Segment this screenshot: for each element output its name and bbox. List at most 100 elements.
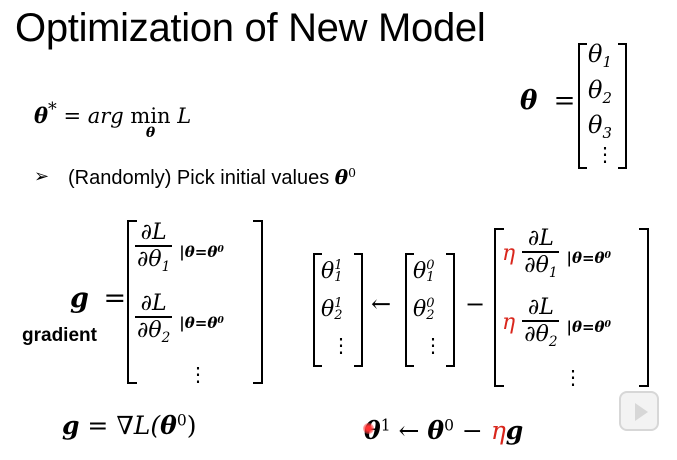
theta-vector-entry-2: θ2 — [588, 76, 612, 107]
cursor-pointer-icon — [363, 423, 374, 434]
update-minus: − — [465, 290, 486, 318]
update-sub: 2 — [334, 308, 343, 323]
theta-sym: θ — [588, 76, 603, 104]
bullet-sup: 0 — [348, 165, 356, 181]
update-rhs-fraction-1: ∂L ∂θ1 — [522, 226, 560, 281]
theta-sym: θ — [588, 40, 603, 68]
gradient-definition: g = ∇L(θ0) — [62, 411, 196, 440]
update-mid-left-bracket — [405, 253, 414, 367]
update-rhs-fraction-2: ∂L ∂θ2 — [522, 295, 560, 350]
footer-eta: η — [490, 416, 506, 445]
footer-sup0: 0 — [444, 416, 454, 435]
partial-den: ∂θ1 — [135, 245, 173, 275]
footer-g2: g — [505, 416, 524, 445]
eval-text: |θ=θ — [179, 314, 218, 333]
eval-sup: 0 — [217, 315, 224, 327]
theta-sub: 2 — [602, 89, 612, 108]
update-rhs-dots: ⋮ — [563, 365, 583, 389]
theta-sub: 1 — [602, 53, 612, 72]
eval-text: |θ=θ — [566, 249, 605, 268]
partial-den-sym: ∂θ — [524, 253, 549, 278]
slide-title: Optimization of New Model — [15, 6, 486, 50]
bullet-text-body: (Randomly) Pick initial values — [68, 167, 335, 189]
update-rhs-eval-2: |θ=θ0 — [566, 318, 611, 336]
partial-den-sym: ∂θ — [524, 322, 549, 347]
update-rhs-eval-1: |θ=θ0 — [566, 249, 611, 267]
theta-vector-dots: ⋮ — [595, 142, 615, 166]
partial-den-sub: 1 — [548, 264, 558, 281]
footer-minus: − — [453, 416, 491, 445]
objective-loss: L — [170, 104, 192, 128]
partial-num: ∂L — [140, 220, 167, 245]
update-rule-compact: θ1 ← θ0 − ηg — [364, 416, 523, 445]
update-lhs-right-bracket — [354, 253, 363, 367]
update-arrow: ← — [371, 290, 392, 318]
partial-den-sub: 2 — [548, 333, 558, 350]
update-sym: θ — [413, 259, 427, 284]
eval-sup: 0 — [217, 244, 224, 256]
bullet-arrow-icon: ➢ — [34, 166, 50, 187]
gradient-row-2: ∂L ∂θ2 |θ=θ0 — [135, 291, 224, 346]
play-icon[interactable] — [619, 391, 659, 431]
footer-close: ) — [186, 411, 197, 440]
theta-vector-left-bracket — [578, 43, 587, 169]
partial-num: ∂L — [527, 295, 554, 320]
partial-den: ∂θ2 — [135, 316, 173, 346]
update-lhs-dots: ⋮ — [331, 333, 351, 357]
gradient-label: gradient — [22, 325, 97, 346]
objective-eq: = — [56, 104, 88, 128]
update-mid-dots: ⋮ — [423, 333, 443, 357]
objective-arg: arg — [87, 104, 131, 128]
footer-theta0: θ — [427, 416, 445, 445]
eval-sup: 0 — [604, 250, 612, 262]
eta-symbol: η — [502, 240, 516, 266]
objective-min-under: θ — [145, 125, 156, 141]
update-sup: 1 — [334, 257, 343, 273]
bullet-text: (Randomly) Pick initial values θ0 — [68, 165, 356, 190]
footer-g: g — [62, 411, 80, 440]
theta-vector-label: θ = — [520, 86, 575, 116]
eval-text: |θ=θ — [566, 318, 605, 337]
partial-num: ∂L — [140, 291, 167, 316]
footer-sup1: 1 — [380, 416, 391, 435]
gradient-eval-1: |θ=θ0 — [179, 243, 224, 261]
partial-den-sub: 2 — [161, 329, 171, 346]
eval-text: |θ=θ — [179, 243, 218, 262]
gradient-row-1: ∂L ∂θ1 |θ=θ0 — [135, 220, 224, 275]
update-sym: θ — [321, 259, 335, 284]
footer-theta: θ — [160, 411, 177, 440]
theta-sub: 3 — [602, 124, 612, 143]
update-sym: θ — [413, 297, 427, 322]
objective-star: * — [48, 100, 57, 120]
gradient-eval-2: |θ=θ0 — [179, 314, 224, 332]
partial-den: ∂θ2 — [522, 320, 560, 350]
partial-den: ∂θ1 — [522, 251, 560, 281]
theta-vector-eq: = — [553, 86, 576, 116]
partial-den-sub: 1 — [161, 258, 171, 275]
update-sub: 1 — [334, 270, 343, 285]
gradient-lhs: g = — [70, 283, 126, 314]
gradient-eq: = — [103, 283, 127, 314]
update-mid-right-bracket — [446, 253, 455, 367]
theta-vector-entry-3: θ3 — [588, 111, 612, 142]
update-sup: 1 — [334, 295, 343, 311]
footer-nabla: = ∇L( — [79, 411, 161, 440]
partial-den-sym: ∂θ — [137, 318, 162, 343]
gradient-fraction-2: ∂L ∂θ2 — [135, 291, 173, 346]
update-sup: 0 — [426, 295, 435, 311]
partial-den-sym: ∂θ — [137, 247, 162, 272]
gradient-dots: ⋮ — [188, 362, 208, 386]
update-rhs-row-1: η ∂L ∂θ1 |θ=θ0 — [502, 226, 611, 281]
partial-num: ∂L — [527, 226, 554, 251]
update-sym: θ — [321, 297, 335, 322]
objective-theta: θ — [34, 103, 49, 128]
theta-vector-entry-1: θ1 — [588, 40, 612, 71]
